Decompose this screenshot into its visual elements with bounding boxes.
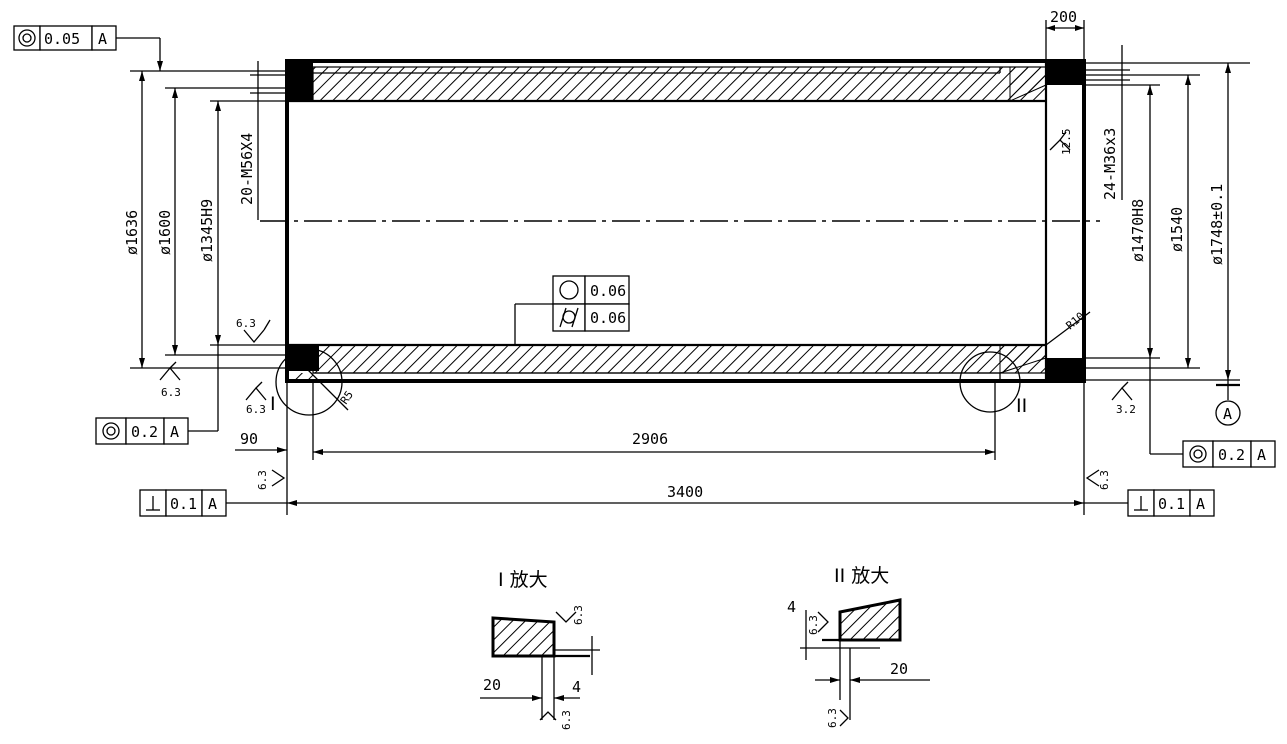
detail-1-dim20: 20 bbox=[483, 676, 501, 694]
fcf-top-left: 0.05 A bbox=[13, 25, 163, 71]
datum-a-marker: A bbox=[1215, 380, 1241, 426]
dim-200-group: 200 bbox=[1045, 8, 1085, 61]
fcf-top-left-value: 0.05 bbox=[44, 30, 80, 48]
dim-d1540: ø1540 bbox=[1168, 207, 1186, 252]
svg-text:6.3: 6.3 bbox=[161, 386, 181, 399]
cylindricity-icon bbox=[559, 307, 579, 328]
dim-holes-right: 24-M36x3 bbox=[1101, 128, 1119, 200]
roughness-symbols: 6.3 6.3 6.3 12.5 3.2 6.3 6.3 bbox=[159, 129, 1136, 490]
dim-holes-left: 20-M56X4 bbox=[238, 133, 256, 205]
circularity-icon bbox=[559, 280, 579, 300]
roughness-5: 3.2 bbox=[1111, 381, 1136, 416]
roughness-4: 12.5 bbox=[1049, 129, 1073, 156]
datum-a-label: A bbox=[1223, 405, 1232, 423]
fcf-perp-right-value: 0.1 bbox=[1158, 495, 1185, 513]
dim-d1345: ø1345H9 bbox=[198, 199, 216, 262]
radius-left-label: R5 bbox=[338, 388, 356, 406]
main-section-view: R5 R10 bbox=[260, 59, 1100, 416]
dim-d1636: ø1636 bbox=[123, 210, 141, 255]
fcf-form-tolerances: 0.06 0.06 bbox=[514, 275, 630, 345]
fcf-bottom-right-datum: A bbox=[1257, 446, 1266, 464]
cylindricity-value: 0.06 bbox=[590, 309, 626, 327]
roughness-7: 6.3 bbox=[1085, 469, 1111, 490]
roughness-2: 6.3 bbox=[236, 317, 271, 344]
detail-2-dim20: 20 bbox=[890, 660, 908, 678]
detail-2-dim4: 4 bbox=[787, 598, 796, 616]
svg-text:6.3: 6.3 bbox=[1098, 470, 1111, 490]
detail-view-2: II 放大 4 20 6.3 6.3 bbox=[787, 565, 930, 728]
fcf-perp-left-value: 0.1 bbox=[170, 495, 197, 513]
bottom-wall-section bbox=[312, 344, 1047, 374]
svg-text:6.3: 6.3 bbox=[246, 403, 266, 416]
svg-text:6.3: 6.3 bbox=[236, 317, 256, 330]
dim-2906: 2906 bbox=[632, 430, 668, 448]
svg-text:3.2: 3.2 bbox=[1116, 403, 1136, 416]
roughness-3: 6.3 bbox=[245, 381, 267, 416]
detail-view-1: I 放大 20 4 6.3 6.3 bbox=[480, 569, 600, 730]
svg-text:6.3: 6.3 bbox=[807, 615, 820, 635]
fcf-bottom-right-value: 0.2 bbox=[1218, 446, 1245, 464]
marker-i: I bbox=[270, 393, 276, 415]
svg-text:12.5: 12.5 bbox=[1060, 129, 1073, 156]
svg-text:6.3: 6.3 bbox=[256, 470, 269, 490]
detail-1-title: I 放大 bbox=[498, 569, 548, 591]
length-dimensions: 90 2906 3400 bbox=[235, 381, 1085, 515]
dim-90: 90 bbox=[240, 430, 258, 448]
detail-1-dim4: 4 bbox=[572, 678, 581, 696]
svg-text:6.3: 6.3 bbox=[572, 605, 585, 625]
svg-text:6.3: 6.3 bbox=[826, 708, 839, 728]
fcf-bottom-left: 0.2 A bbox=[95, 345, 219, 445]
dim-d1470: ø1470H8 bbox=[1129, 199, 1147, 262]
fcf-bottom-right: 0.2 A bbox=[1149, 358, 1276, 468]
top-wall-section bbox=[312, 66, 1047, 102]
fcf-perp-left-datum: A bbox=[208, 495, 217, 513]
marker-ii: II bbox=[1016, 395, 1027, 417]
left-diameter-dimensions: ø1636 ø1600 ø1345H9 20-M56X4 bbox=[123, 61, 290, 369]
dim-d1600: ø1600 bbox=[156, 210, 174, 255]
detail-circle-1 bbox=[275, 348, 343, 416]
fcf-bottom-left-value: 0.2 bbox=[131, 423, 158, 441]
svg-text:6.3: 6.3 bbox=[560, 710, 573, 730]
right-diameter-dimensions: 24-M36x3 ø1470H8 ø1540 ø1748±0.1 bbox=[1082, 45, 1250, 381]
roughness-6: 6.3 bbox=[256, 469, 286, 490]
fcf-top-left-datum: A bbox=[98, 30, 107, 48]
fcf-perp-left: 0.1 A bbox=[139, 489, 287, 517]
dim-d1748: ø1748±0.1 bbox=[1208, 184, 1226, 265]
roughness-1: 6.3 bbox=[159, 361, 181, 399]
detail-2-title: II 放大 bbox=[834, 565, 889, 587]
fcf-bottom-left-datum: A bbox=[170, 423, 179, 441]
circularity-value: 0.06 bbox=[590, 282, 626, 300]
dim-200: 200 bbox=[1050, 8, 1077, 26]
fcf-perp-right-datum: A bbox=[1196, 495, 1205, 513]
fcf-perp-right: 0.1 A bbox=[1084, 489, 1215, 517]
dim-3400: 3400 bbox=[667, 483, 703, 501]
detail-circle-2 bbox=[959, 351, 1021, 413]
